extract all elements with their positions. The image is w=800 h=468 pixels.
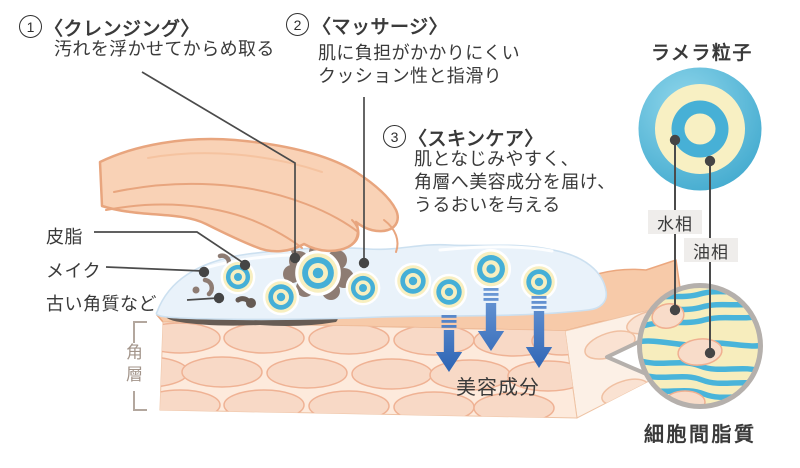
step-2-title: 〈マッサージ〉 xyxy=(312,17,449,38)
penetration-arrows xyxy=(435,288,553,372)
step-3-number: 3 xyxy=(383,125,406,148)
water-phase-label: 水相 xyxy=(648,210,702,234)
step-1-number: 1 xyxy=(19,15,42,38)
step-2-number: 2 xyxy=(286,13,309,36)
hand-illustration xyxy=(98,137,399,253)
stratum-corneum-bracket xyxy=(133,321,147,411)
lamella-particle-title: ラメラ粒子 xyxy=(651,43,753,64)
step-2-number-text: 2 xyxy=(293,16,302,33)
stratum-corneum-label: 角層 xyxy=(123,343,142,387)
lamella-particle-diagram xyxy=(638,67,762,191)
step-3-line-1: 肌となじみやすく、 xyxy=(414,149,580,169)
leader-lines xyxy=(94,71,716,359)
step-3-title: 〈スキンケア〉 xyxy=(408,129,544,150)
sebum-label: 皮脂 xyxy=(46,227,83,247)
step-2-description: 肌に負担がかかりにくい クッション性と指滑り xyxy=(318,42,520,88)
arrow-left xyxy=(435,315,463,372)
beauty-ingredient-label: 美容成分 xyxy=(456,377,540,399)
step-3-number-text: 3 xyxy=(390,128,399,145)
oil-phase-label: 油相 xyxy=(684,238,738,262)
intercellular-lipid-magnifier xyxy=(605,283,763,409)
step-3-line-3: うるおいを与える xyxy=(414,195,561,215)
step-3-description: 肌となじみやすく、 角層へ美容成分を届け、 うるおいを与える xyxy=(414,148,616,217)
step-2-line-2: クッション性と指滑り xyxy=(318,66,502,86)
step-1-number-text: 1 xyxy=(26,18,35,35)
step-3-line-2: 角層へ美容成分を届け、 xyxy=(414,172,616,192)
arrow-right xyxy=(525,296,553,368)
old-keratin-label: 古い角質など xyxy=(46,294,157,314)
step-1-title: 〈クレンジング〉 xyxy=(44,19,201,40)
arrow-middle xyxy=(477,288,505,351)
step-2-line-1: 肌に負担がかかりにくい xyxy=(318,43,521,63)
step-1-description: 汚れを浮かせてからめ取る xyxy=(54,39,275,59)
makeup-label: メイク xyxy=(46,261,102,281)
intercellular-lipid-label: 細胞間脂質 xyxy=(644,424,757,446)
